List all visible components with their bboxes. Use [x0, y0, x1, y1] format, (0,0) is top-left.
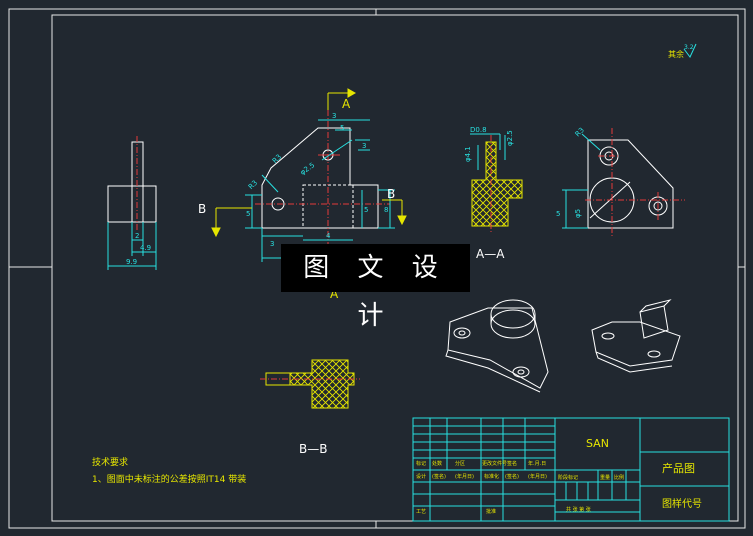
title-block: SAN 产品图 图样代号 标记 处数 分区 更改文件号 签名 年.月.日 设计 … [412, 417, 730, 522]
isometric-view-1 [445, 299, 549, 393]
dim-right-len: 5 [556, 210, 560, 218]
tb-hdr-date: 年.月.日 [528, 460, 546, 467]
dim-front-top1: 3 [332, 112, 336, 120]
tb-weight: 重量 [600, 474, 610, 481]
dim-front-right: 3 [362, 142, 366, 150]
dim-front-right2: 8 [384, 206, 388, 214]
dim-aa-top2: φ2.5 [506, 130, 514, 146]
tb-row-sign: (签名) [432, 473, 446, 480]
dim-right-dia: φ5 [574, 209, 582, 218]
tb-hdr-mark: 标记 [416, 460, 426, 467]
tb-hdr-count: 处数 [432, 460, 442, 467]
roughness-mark: 其余 3.2 [668, 43, 697, 59]
front-view: 3 5 3 R3 R3 φ2.5 5 8 5 3 4 A A B B [198, 88, 407, 301]
tb-row-date: (年月日) [455, 473, 474, 480]
drawing-frame [8, 8, 746, 529]
dim-aa-left: φ4.1 [464, 146, 472, 162]
dim-front-len: 5 [246, 210, 250, 218]
section-bb: B—B [260, 359, 360, 456]
watermark-box: 图 文 设 计 [281, 244, 470, 331]
title-drawing-name: 产品图 [662, 461, 695, 475]
tb-hdr-sign: 签名 [507, 460, 517, 467]
tech-notes-title: 技术要求 [92, 456, 128, 468]
right-view: R3 φ5 5 [556, 126, 685, 236]
tb-row-sign2: (签名) [505, 473, 519, 480]
roughness-value: 3.2 [684, 44, 694, 51]
tb-stage: 阶段标记 [558, 474, 578, 481]
dim-side-w2: 4.9 [140, 244, 151, 252]
roughness-symbol-icon [683, 43, 697, 58]
tb-hdr-change: 更改文件号 [482, 460, 507, 467]
isometric-view-2 [591, 299, 681, 373]
tech-notes-line1: 1、图面中未标注的公差按照IT14 带装 [92, 473, 246, 485]
tb-row-date2: (年月日) [528, 473, 547, 480]
dim-side-w3: 9.9 [126, 258, 137, 266]
tb-row-craft: 工艺 [416, 509, 426, 515]
dim-front-bot2: 4 [326, 232, 331, 240]
side-view: 2 4.9 9.9 [107, 136, 157, 270]
section-label-a-bottom: A [330, 287, 339, 301]
dim-aa-top1: D0.8 [470, 126, 487, 134]
tb-row-design: 设计 [416, 473, 426, 480]
tb-row-std: 标准化 [484, 473, 499, 480]
dim-front-top2: 5 [340, 124, 344, 132]
tech-notes: 技术要求 1、图面中未标注的公差按照IT14 带装 [92, 456, 246, 485]
tb-approve: 批准 [486, 508, 496, 515]
section-label-b-right: B [387, 187, 395, 201]
tb-sheet: 共 张 第 张 [566, 506, 591, 513]
roughness-label: 其余 [668, 49, 684, 59]
tb-scale: 比例 [614, 474, 624, 481]
section-aa: D0.8 φ2.5 φ4.1 A—A [464, 126, 523, 261]
section-label-b-left: B [198, 202, 206, 216]
caption-aa: A—A [476, 247, 505, 261]
dim-front-right3: 5 [364, 206, 368, 214]
dim-side-w1: 2 [135, 232, 139, 240]
caption-bb: B—B [299, 442, 327, 456]
title-company: SAN [586, 437, 609, 450]
dim-front-bot1: 3 [270, 240, 274, 248]
title-drawing-code: 图样代号 [662, 497, 702, 510]
tb-hdr-zone: 分区 [455, 460, 465, 467]
section-label-a-top: A [342, 97, 351, 111]
watermark-text: 图 文 设 计 [303, 253, 448, 331]
